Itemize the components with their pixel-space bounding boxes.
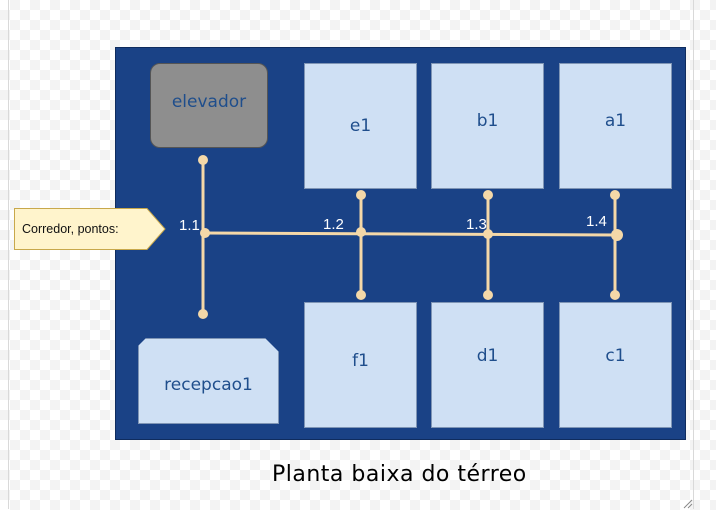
room-b1[interactable]: b1 (431, 63, 544, 189)
room-e1-label: e1 (349, 116, 372, 136)
room-elevator[interactable]: elevador (150, 63, 268, 148)
point-label-1-4: 1.4 (586, 213, 607, 230)
corridor-callout[interactable]: Corredor, pontos: (14, 208, 166, 250)
room-f1-label: f1 (352, 351, 369, 371)
room-f1[interactable]: f1 (304, 302, 417, 428)
callout-shape (14, 208, 166, 250)
callout-label: Corredor, pontos: (22, 222, 119, 236)
room-elevator-label: elevador (171, 92, 247, 112)
room-d1-label: d1 (476, 346, 499, 366)
room-c1[interactable]: c1 (559, 302, 672, 428)
room-c1-label: c1 (605, 346, 626, 366)
resize-handle-icon[interactable] (682, 498, 693, 509)
room-reception-label: recepcao1 (164, 375, 253, 395)
room-d1[interactable]: d1 (431, 302, 544, 428)
room-reception[interactable]: recepcao1 (138, 338, 279, 424)
page-frame (8, 0, 694, 509)
point-label-1-1: 1.1 (179, 217, 200, 234)
room-a1-label: a1 (604, 111, 627, 131)
diagram-title: Planta baixa do térreo (272, 462, 527, 487)
room-e1[interactable]: e1 (304, 63, 417, 189)
point-label-1-3: 1.3 (466, 216, 487, 233)
room-b1-label: b1 (476, 111, 499, 131)
point-label-1-2: 1.2 (323, 216, 344, 233)
room-a1[interactable]: a1 (559, 63, 672, 189)
